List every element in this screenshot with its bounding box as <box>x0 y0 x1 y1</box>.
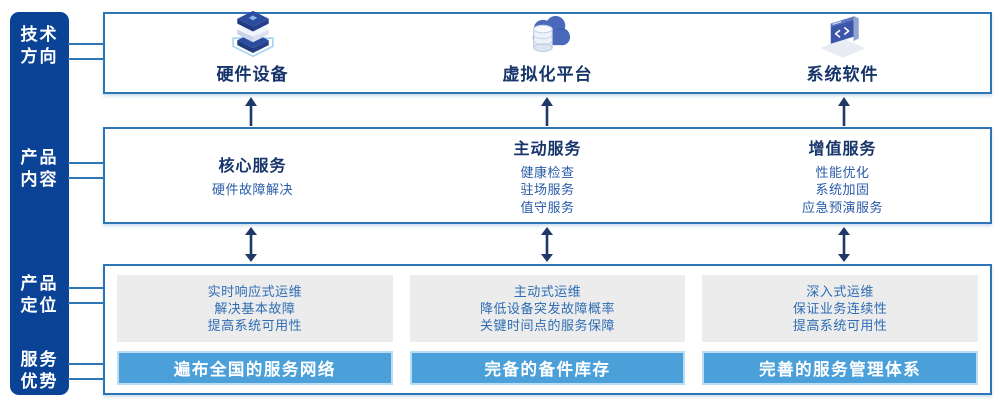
positioning-line: 保证业务连续性 <box>792 301 888 316</box>
sidebar-label-tech-direction: 技术 方向 <box>20 25 59 66</box>
connector-line <box>68 58 104 60</box>
service-title-value-added: 增值服务 <box>808 140 877 158</box>
tech-label-hardware: 硬件设备 <box>216 65 289 84</box>
connector-line <box>68 177 104 179</box>
advantage-bar-service-network: 遍布全国的服务网络 <box>117 351 393 385</box>
positioning-panel: 实时响应式运维 解决基本故障 提高系统可用性 遍布全国的服务网络 主动式运维 降… <box>103 264 992 395</box>
positioning-box: 深入式运维 保证业务连续性 提高系统可用性 <box>702 275 979 342</box>
positioning-line: 主动式运维 <box>513 284 582 299</box>
positioning-col-indepth: 深入式运维 保证业务连续性 提高系统可用性 完善的服务管理体系 <box>702 275 979 385</box>
sidebar-label-service-advantage: 服务 优势 <box>20 350 59 391</box>
double-arrow <box>838 227 850 262</box>
advantage-bar-service-management: 完善的服务管理体系 <box>702 351 979 385</box>
service-title-core: 核心服务 <box>218 158 287 176</box>
tech-col-system-software: 系统软件 <box>695 14 990 92</box>
positioning-line: 解决基本故障 <box>214 301 296 316</box>
service-item: 驻场服务 <box>520 182 575 198</box>
connector-line <box>68 363 104 365</box>
service-item: 硬件故障解决 <box>211 182 293 198</box>
server-stack-icon <box>225 10 281 58</box>
positioning-box: 主动式运维 降低设备突发故障概率 关键时间点的服务保障 <box>409 275 686 342</box>
service-col-proactive: 主动服务 健康检查 驻场服务 值守服务 <box>400 129 695 222</box>
code-window-icon <box>815 12 871 58</box>
product-content-panel: 核心服务 硬件故障解决 主动服务 健康检查 驻场服务 值守服务 增值服务 性能优… <box>103 127 992 224</box>
service-col-core: 核心服务 硬件故障解决 <box>105 129 400 222</box>
tech-col-virtualization: 虚拟化平台 <box>400 14 695 92</box>
connector-line <box>68 378 104 380</box>
positioning-line: 实时响应式运维 <box>207 284 303 299</box>
cloud-database-icon <box>521 12 575 58</box>
service-item: 性能优化 <box>815 164 870 180</box>
positioning-col-realtime: 实时响应式运维 解决基本故障 提高系统可用性 遍布全国的服务网络 <box>117 275 393 385</box>
sidebar-label-product-positioning: 产品 定位 <box>20 274 59 315</box>
connector-line <box>68 287 104 289</box>
positioning-line: 降低设备突发故障概率 <box>480 301 616 316</box>
connector-line <box>68 162 104 164</box>
service-item: 健康检查 <box>520 164 575 180</box>
tech-col-hardware: 硬件设备 <box>105 10 400 92</box>
tech-label-system-software: 系统软件 <box>806 65 879 84</box>
advantage-bar-spare-parts: 完备的备件库存 <box>409 351 686 385</box>
positioning-line: 提高系统可用性 <box>207 318 303 333</box>
tech-label-virtualization: 虚拟化平台 <box>502 65 593 84</box>
double-arrow <box>245 227 257 262</box>
positioning-line: 关键时间点的服务保障 <box>480 318 616 333</box>
service-item: 应急预演服务 <box>801 199 883 215</box>
positioning-line: 深入式运维 <box>806 284 874 299</box>
service-item: 系统加固 <box>815 182 870 198</box>
up-arrow <box>838 97 850 126</box>
positioning-col-proactive: 主动式运维 降低设备突发故障概率 关键时间点的服务保障 完备的备件库存 <box>409 275 686 385</box>
up-arrow <box>541 97 553 126</box>
connector-line <box>68 302 104 304</box>
double-arrow <box>541 227 553 262</box>
up-arrow <box>245 97 257 126</box>
positioning-box: 实时响应式运维 解决基本故障 提高系统可用性 <box>117 275 393 342</box>
connector-line <box>68 43 104 45</box>
positioning-line: 提高系统可用性 <box>792 318 888 333</box>
category-sidebar: 技术 方向 产品 内容 产品 定位 服务 优势 <box>10 12 69 395</box>
service-col-value-added: 增值服务 性能优化 系统加固 应急预演服务 <box>695 129 990 222</box>
service-title-proactive: 主动服务 <box>513 140 582 158</box>
tech-direction-panel: 硬件设备 虚拟化平台 <box>103 10 992 94</box>
sidebar-label-product-content: 产品 内容 <box>20 148 59 189</box>
service-item: 值守服务 <box>520 199 575 215</box>
